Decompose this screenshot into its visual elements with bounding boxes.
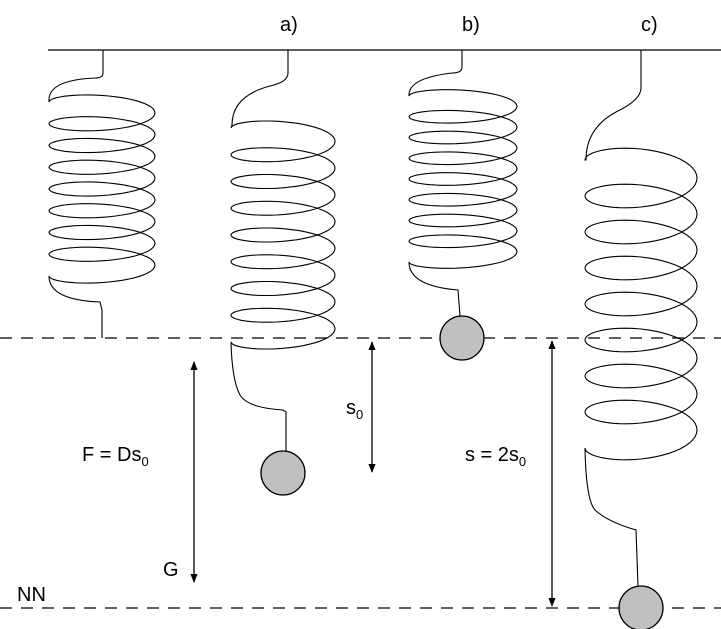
label-a: a)	[280, 14, 298, 36]
coils-group	[48, 50, 698, 587]
spring-c	[584, 50, 698, 587]
mass-c	[618, 585, 664, 629]
mass-a	[260, 450, 306, 496]
spring-b	[408, 50, 518, 317]
mass-b	[439, 315, 485, 361]
g-label: G	[163, 559, 179, 581]
s-label-main: s = 2s	[465, 444, 519, 466]
s-label: s = 2s0	[465, 444, 526, 469]
s0-label-sub: 0	[356, 407, 363, 422]
spring-reference	[48, 50, 156, 338]
force-label-main: F = Ds	[82, 444, 141, 466]
s-label-sub: 0	[519, 454, 526, 469]
s0-label-main: s	[346, 397, 356, 419]
s0-label: s0	[346, 397, 363, 422]
nn-label: NN	[17, 584, 46, 606]
force-label: F = Ds0	[82, 444, 149, 469]
force-label-sub: 0	[141, 454, 148, 469]
spring-a	[230, 50, 336, 451]
label-b: b)	[462, 14, 480, 36]
label-c: c)	[641, 14, 658, 36]
